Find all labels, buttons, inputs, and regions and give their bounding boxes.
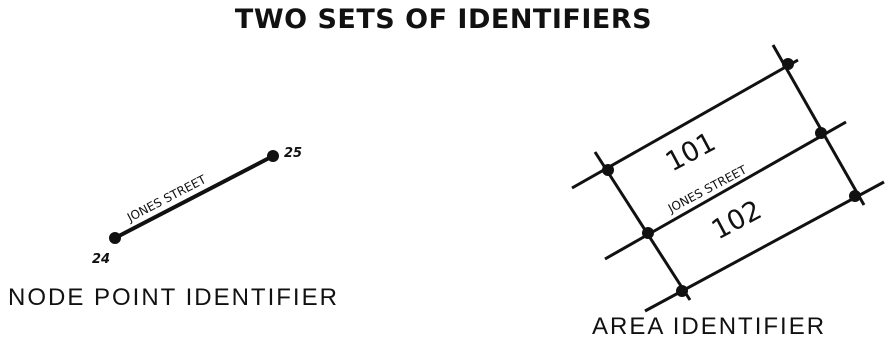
node-point-caption: NODE POINT IDENTIFIER xyxy=(8,284,339,311)
diagram-title: TWO SETS OF IDENTIFIERS xyxy=(234,4,653,35)
node-point-panel: JONES STREET 24 25 xyxy=(92,146,302,267)
node-point-24 xyxy=(109,232,121,244)
intersection-node xyxy=(602,164,614,176)
area-panel: 101 JONES STREET 102 xyxy=(571,44,885,313)
node-number-25: 25 xyxy=(284,146,302,161)
node-number-24: 24 xyxy=(92,252,110,267)
intersection-node xyxy=(676,285,688,297)
jones-street-segment xyxy=(114,154,274,240)
intersection-node xyxy=(849,190,861,202)
intersection-node xyxy=(815,127,827,139)
intersection-node xyxy=(782,58,794,70)
area-label-102: 102 xyxy=(707,195,767,247)
area-caption: AREA IDENTIFIER xyxy=(592,313,827,340)
cross-street-left xyxy=(593,151,692,301)
node-street-label: JONES STREET xyxy=(124,172,209,225)
node-point-25 xyxy=(267,150,279,162)
intersection-node xyxy=(642,227,654,239)
cross-street-right xyxy=(771,44,866,206)
